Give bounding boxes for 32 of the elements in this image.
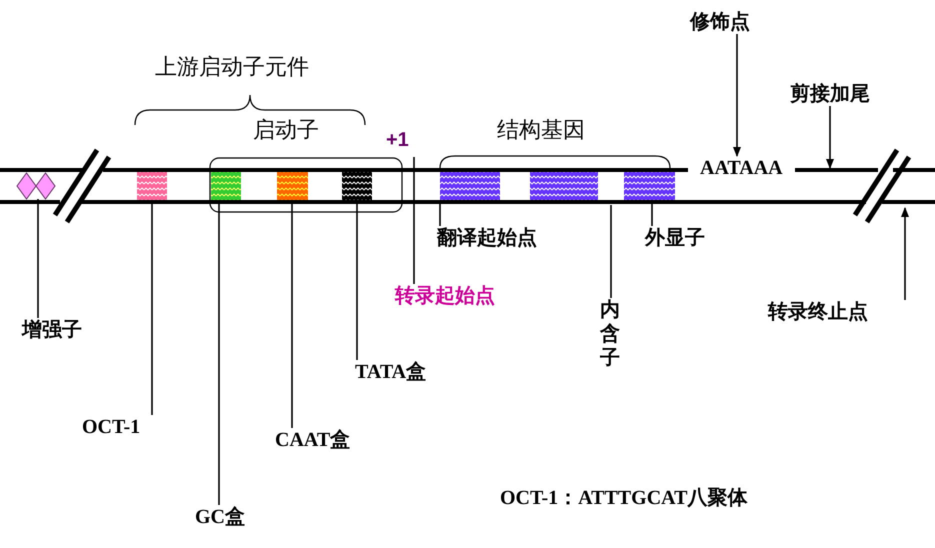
- promoter-element-block: [342, 172, 372, 200]
- bracket-label: 启动子: [253, 118, 319, 142]
- promoter-element-block: [211, 172, 241, 200]
- exon-block: [440, 172, 500, 200]
- exon-block: [530, 172, 598, 200]
- sequence-label: AATAAA: [700, 156, 783, 180]
- site-label: 转录终止点: [768, 300, 868, 324]
- part-label: TATA盒: [355, 360, 426, 384]
- bracket-label: 上游启动子元件: [155, 55, 309, 79]
- part-label: 内含子: [600, 298, 621, 370]
- part-label: GC盒: [195, 505, 245, 529]
- leader-line: [413, 157, 415, 284]
- position-label: +1: [386, 128, 409, 152]
- site-label: 转录起始点: [395, 284, 495, 308]
- site-label: 修饰点: [690, 10, 750, 34]
- promoter-element-block: [137, 172, 167, 200]
- site-label: 翻译起始点: [437, 226, 537, 250]
- arrow: [733, 34, 741, 157]
- arrow: [826, 106, 834, 169]
- leader-line: [37, 199, 39, 318]
- leader-line: [610, 205, 612, 298]
- exon-block: [624, 172, 675, 200]
- part-label: 外显子: [645, 226, 705, 250]
- note-text: OCT-1：ATTTGCAT八聚体: [500, 486, 748, 510]
- part-label: CAAT盒: [275, 428, 350, 452]
- part-label: OCT-1: [82, 415, 140, 439]
- site-label: 剪接加尾: [790, 82, 870, 106]
- bracket-label: 结构基因: [497, 118, 585, 142]
- part-label: 增强子: [22, 318, 82, 342]
- promoter-element-block: [277, 172, 308, 200]
- enhancer-diamonds: [16, 172, 56, 200]
- arrow: [901, 207, 909, 300]
